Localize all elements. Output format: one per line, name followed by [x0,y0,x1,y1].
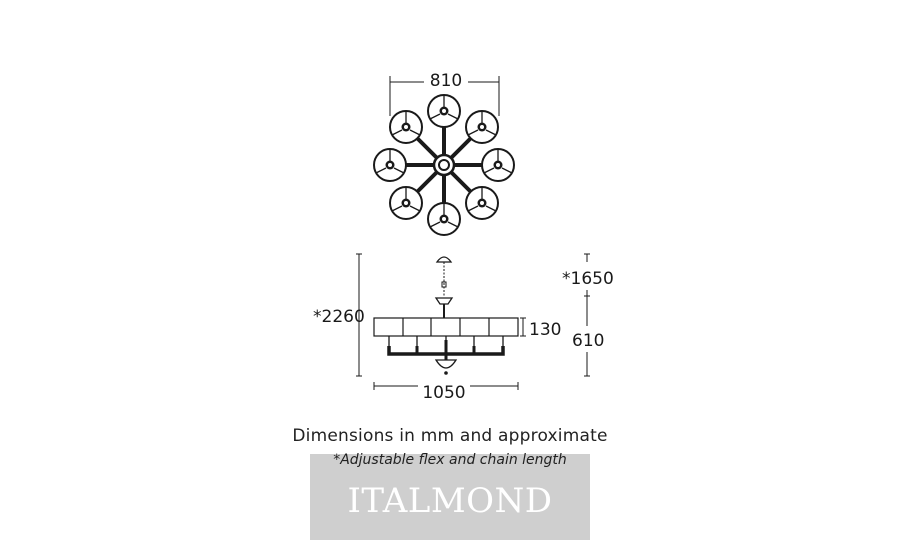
watermark-text: ITALMOND [347,481,553,521]
body-height-label: 610 [572,331,604,351]
chain-length-label: *1650 [562,269,614,289]
shade-height-label: 130 [529,320,561,340]
top-view-shades [373,94,515,236]
top-width-label: 810 [430,71,462,91]
italmond-watermark: ITALMOND [310,454,590,540]
adjustable-note: *Adjustable flex and chain length [333,452,567,468]
overall-height-label: *2260 [313,307,365,327]
side-width-label: 1050 [422,383,465,403]
dimensions-note: Dimensions in mm and approximate [292,426,608,446]
top-view [373,76,515,236]
side-view [356,253,590,390]
side-view-shades [373,317,519,337]
